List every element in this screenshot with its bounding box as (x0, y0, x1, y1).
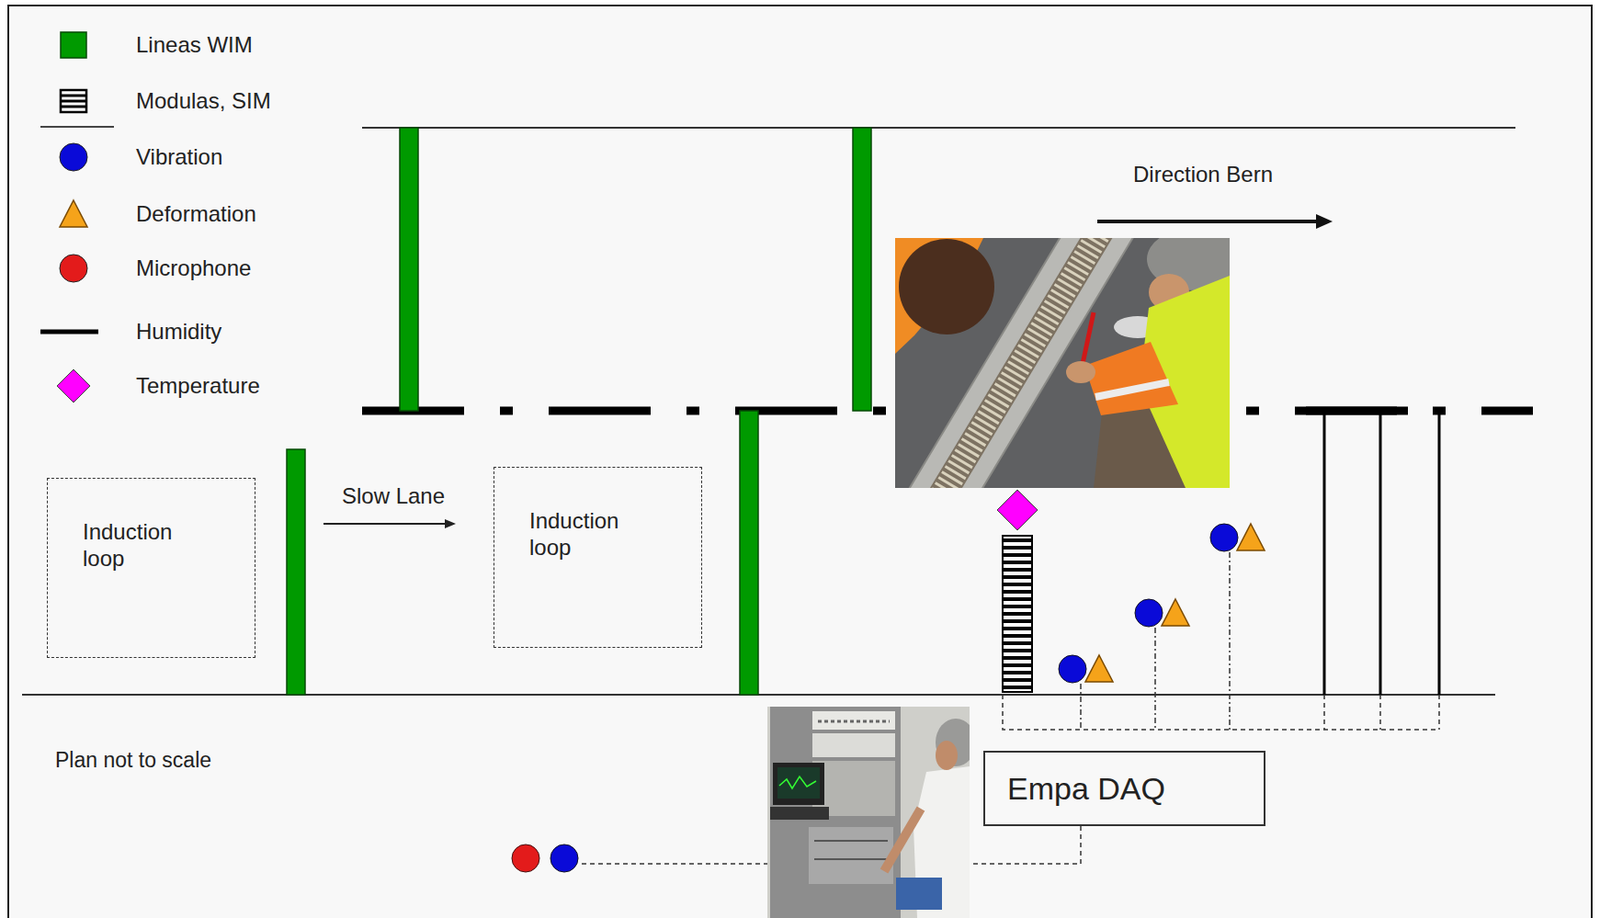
vibration-sensor (1210, 523, 1238, 552)
deformation-sensor (1161, 599, 1190, 626)
legend-sample (60, 105, 87, 109)
legend-text: Modulas, SIM (136, 88, 272, 114)
cable-run (969, 826, 1081, 864)
legend-text: Vibration (136, 144, 223, 171)
road-edge (362, 126, 1516, 129)
legend-sample (40, 138, 107, 176)
cabinet (808, 827, 894, 885)
legend-separator (40, 125, 114, 128)
legend-text: Lineas WIM (136, 32, 253, 58)
legend-sample (56, 369, 91, 403)
induction-loop: Induction loop (493, 466, 703, 648)
screwdriver (1082, 312, 1094, 364)
legend-sample (59, 254, 88, 283)
technician (884, 808, 921, 872)
installation-photo (895, 238, 1230, 488)
wim-sensor (286, 449, 306, 695)
direction-arrow (323, 522, 449, 525)
legend-text: Humidity (136, 318, 222, 345)
frame (8, 5, 1592, 918)
worker (898, 238, 995, 335)
microphone-sensor (511, 844, 540, 873)
laptop (770, 806, 829, 820)
laptop (777, 767, 820, 799)
humidity-sensor (1305, 407, 1408, 416)
legend-entry: Microphone (40, 249, 251, 287)
daq-box: Empa DAQ (983, 750, 1266, 827)
arrow-head (1316, 214, 1333, 229)
cabinet (817, 720, 890, 724)
technician (935, 740, 958, 771)
legend-sample (40, 195, 107, 233)
induction-loop: Induction loop (46, 477, 256, 659)
sim-module (1002, 535, 1033, 693)
legend-entry: Lineas WIM (40, 26, 253, 64)
worker (1095, 382, 1169, 398)
direction-label: Slow Lane (209, 483, 578, 510)
arrow-head (444, 519, 456, 529)
legend-sample (59, 200, 88, 227)
legend-sample (60, 90, 87, 113)
legend-text: Microphone (136, 255, 251, 282)
cabinet (812, 733, 896, 758)
legend-sample (60, 94, 87, 98)
legend-sample (40, 249, 107, 287)
legend-sample (60, 32, 87, 58)
cable-run (1154, 627, 1157, 730)
humidity-sensor (1379, 410, 1383, 695)
direction-label: Direction Bern (1019, 161, 1387, 188)
cabinet-photo (767, 706, 970, 918)
legend-sample (60, 100, 87, 103)
legend-sample (40, 26, 107, 64)
worker (1084, 341, 1179, 416)
legend-sample (40, 329, 99, 335)
laptop (772, 762, 825, 806)
legend-entry: Modulas, SIM (40, 82, 272, 120)
node-title: Empa DAQ (1007, 770, 1246, 808)
deformation-sensor (1085, 655, 1113, 682)
wim-sensor (399, 127, 419, 411)
equipment-box (896, 877, 942, 910)
cabinet (770, 706, 901, 918)
cabinet (814, 839, 888, 842)
cabinet (814, 858, 888, 861)
cabinet (812, 711, 896, 730)
deformation-sensor (1236, 523, 1265, 551)
note: Plan not to scale (55, 748, 212, 773)
wim-sensor (852, 127, 872, 411)
laptop (779, 776, 817, 789)
humidity-sensor (1323, 410, 1327, 695)
legend-entry: Vibration (40, 138, 223, 176)
legend-entry: Deformation (40, 195, 257, 233)
legend-sample (40, 82, 107, 120)
legend-text: Temperature (136, 373, 261, 399)
vibration-sensor (1058, 655, 1087, 683)
direction-arrow (1097, 219, 1320, 224)
node-label: Induction loop (529, 508, 640, 562)
vibration-sensor (1134, 599, 1163, 627)
legend-sample (59, 143, 88, 171)
cable-run (1228, 552, 1231, 730)
humidity-sensor (1438, 410, 1442, 695)
legend-text: Deformation (136, 201, 257, 227)
wim-sensor (739, 410, 759, 695)
node-label: Induction loop (82, 519, 193, 573)
temperature-sensor (997, 489, 1038, 531)
legend-sample (40, 313, 107, 351)
vibration-sensor (550, 844, 579, 873)
cable-run (1079, 683, 1082, 730)
sim-module (1002, 538, 1033, 691)
legend-entry: Humidity (40, 313, 222, 351)
cable-run (581, 862, 768, 865)
worker (1066, 361, 1096, 384)
cable-run (1002, 694, 1440, 730)
legend-entry: Temperature (40, 367, 261, 405)
legend-sample (40, 367, 107, 405)
